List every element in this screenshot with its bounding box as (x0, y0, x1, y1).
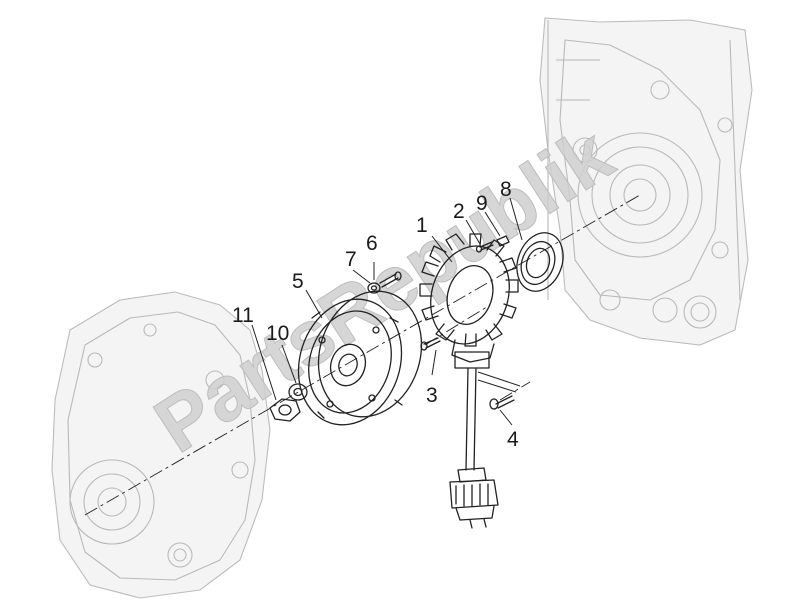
callout-11: 11 (232, 304, 254, 327)
seal-part (516, 232, 564, 292)
callout-3: 3 (426, 384, 438, 407)
flywheel-part (297, 290, 423, 426)
left-cover (51, 291, 271, 599)
callout-8: 8 (500, 178, 512, 201)
stator-part (419, 233, 519, 369)
callout-7: 7 (345, 248, 357, 271)
screw-part (420, 337, 441, 351)
screw-part-4 (489, 395, 515, 410)
callout-4: 4 (507, 428, 519, 451)
nut-part (269, 398, 301, 422)
callout-1: 1 (416, 214, 428, 237)
callout-6: 6 (366, 232, 378, 255)
callout-5: 5 (292, 270, 304, 293)
assembly-axis (84, 194, 641, 516)
callout-9: 9 (476, 192, 488, 215)
bolt-part (379, 271, 402, 288)
small-bolt-part (475, 241, 494, 253)
leader-lines (251, 197, 523, 426)
screw-axis (499, 381, 531, 401)
wire-harness (449, 367, 499, 529)
watermark-text: PartsRepublik (139, 109, 627, 469)
callout-2: 2 (453, 200, 465, 223)
right-crankcase (539, 17, 753, 346)
key-part (496, 235, 510, 247)
washer-small-part (367, 282, 381, 294)
callout-10: 10 (266, 322, 289, 345)
